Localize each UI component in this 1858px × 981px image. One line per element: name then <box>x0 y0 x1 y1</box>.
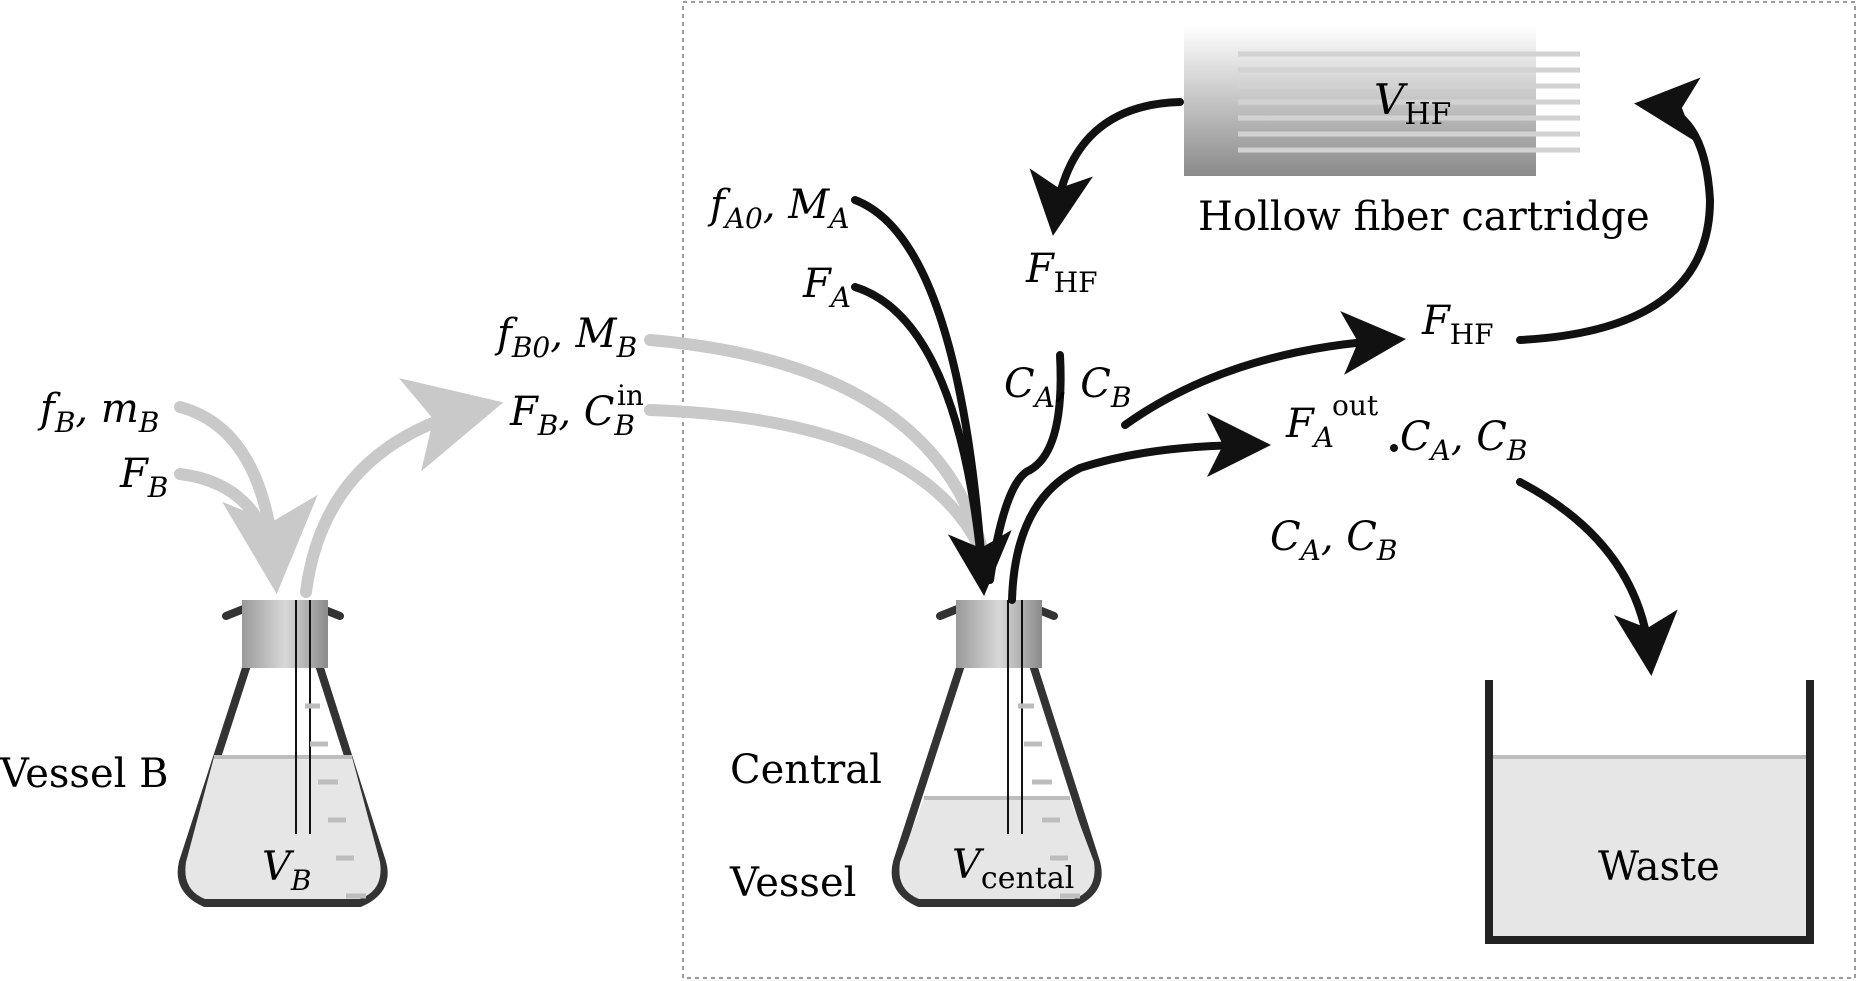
system-boundary <box>682 1 1856 979</box>
volume-v-central: Vcental <box>952 842 1074 896</box>
central-vessel-flask <box>891 600 1102 907</box>
volume-v-hf: VHF <box>1374 75 1451 132</box>
label-f-hf-right: FHF <box>1421 298 1494 351</box>
flow-central-to-hf <box>1121 311 1406 429</box>
flow-vessel-b-out <box>300 378 504 598</box>
label-fb0-mb: fB0, MB <box>494 311 637 364</box>
flow-fa-to-central <box>851 283 987 584</box>
flow-fb0-mb-to-central <box>644 334 991 566</box>
hollow-fiber-label: Hollow fiber cartridge <box>1198 194 1650 240</box>
flow-to-waste <box>1516 478 1678 676</box>
label-fa0-ma: fA0, MA <box>707 182 850 235</box>
central-label-line2: Vessel <box>729 860 856 906</box>
light-flows <box>174 334 991 598</box>
hollow-fiber-cartridge <box>1184 26 1580 176</box>
dot-marker <box>1390 444 1398 452</box>
central-label-line1: Central <box>730 747 882 793</box>
label-ca-cb-up: CA, CB <box>1004 361 1131 414</box>
dark-flows <box>851 77 1715 676</box>
waste-container <box>1485 680 1814 944</box>
label-fa-out: FAout <box>1285 389 1379 454</box>
label-f-a: FA <box>802 261 851 314</box>
flow-hf-return <box>986 351 1065 584</box>
volume-v-b: VB <box>262 844 311 897</box>
label-ca-cb-low: CA, CB <box>1270 514 1397 567</box>
flow-fb-to-vessel-b <box>174 468 281 576</box>
flow-central-out <box>1008 413 1271 604</box>
label-f-b: FB <box>119 451 168 504</box>
label-fb-mb: fB, mB <box>37 386 159 439</box>
flow-cartridge-to-fhf <box>1029 98 1184 236</box>
waste-label: Waste <box>1598 844 1720 890</box>
vessel-b-flask <box>177 600 388 907</box>
flow-fhf-up-to-cartridge <box>1516 77 1715 344</box>
label-ca-cb-out: CA, CB <box>1400 414 1527 467</box>
vessel-b-label: Vessel B <box>0 751 169 797</box>
flow-fb-cb-in-to-central <box>644 404 991 566</box>
label-f-hf-left: FHF <box>1025 246 1098 299</box>
label-fb-cb-in: FB, CBin <box>509 379 644 442</box>
